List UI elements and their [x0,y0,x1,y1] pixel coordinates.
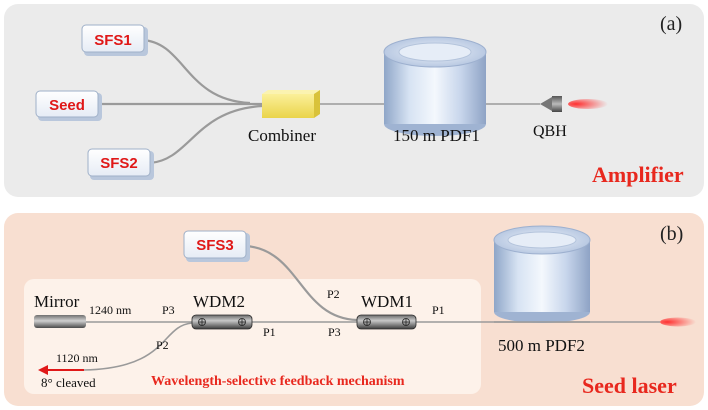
seed-source: Seed [35,90,102,121]
wdm2-port-p2: P2 [156,338,169,352]
wdm1-port-p3: P3 [328,325,341,339]
sfs1-label: SFS1 [94,32,132,49]
cleave-label: 8° cleaved [41,375,96,390]
pdf2-label: 500 m PDF2 [498,336,585,355]
panel-a-title: Amplifier [592,162,684,187]
sfs2-source: SFS2 [87,148,154,180]
fiber-sfs3-wdm1 [245,244,358,322]
feedback-mechanism-region [24,279,481,394]
feedback-mechanism-label: Wavelength-selective feedback mechanism [151,374,405,389]
fiber-wdm2-p2 [83,322,193,371]
coil-pdf1 [383,36,487,136]
panel-b-tag: (b) [660,223,683,245]
fiber-sfs1 [141,38,251,105]
combiner [262,90,320,118]
sfs3-label: SFS3 [196,237,234,254]
output-beam [660,317,696,327]
qbh-connector [540,96,608,112]
wdm2-label: WDM2 [193,292,245,311]
mirror-component [34,315,86,328]
sfs1-source: SFS1 [81,24,148,56]
sfs2-label: SFS2 [100,155,138,172]
wdm1-port-p1: P1 [432,303,445,317]
output-arrow-icon [38,365,84,375]
wdm1-port-p2: P2 [327,287,340,301]
sfs3-source: SFS3 [183,230,250,262]
wdm1-label: WDM1 [361,292,413,311]
combiner-label: Combiner [248,126,316,145]
wdm2-port-p3: P3 [162,303,175,317]
wdm2-port-p1: P1 [263,325,276,339]
pdf1-label: 150 m PDF1 [393,126,480,145]
panel-b-title: Seed laser [582,373,677,398]
fiber-sfs2 [149,104,263,165]
wdm2-component [191,314,253,330]
seed-label: Seed [49,97,85,114]
coil-pdf2 [493,225,591,323]
qbh-label: QBH [533,123,567,140]
wdm1-component [356,314,417,330]
cleave-wavelength-label: 1120 nm [56,351,99,365]
mirror-label: Mirror [34,292,80,311]
panel-a-tag: (a) [660,13,682,35]
mirror-wavelength-label: 1240 nm [89,303,132,317]
